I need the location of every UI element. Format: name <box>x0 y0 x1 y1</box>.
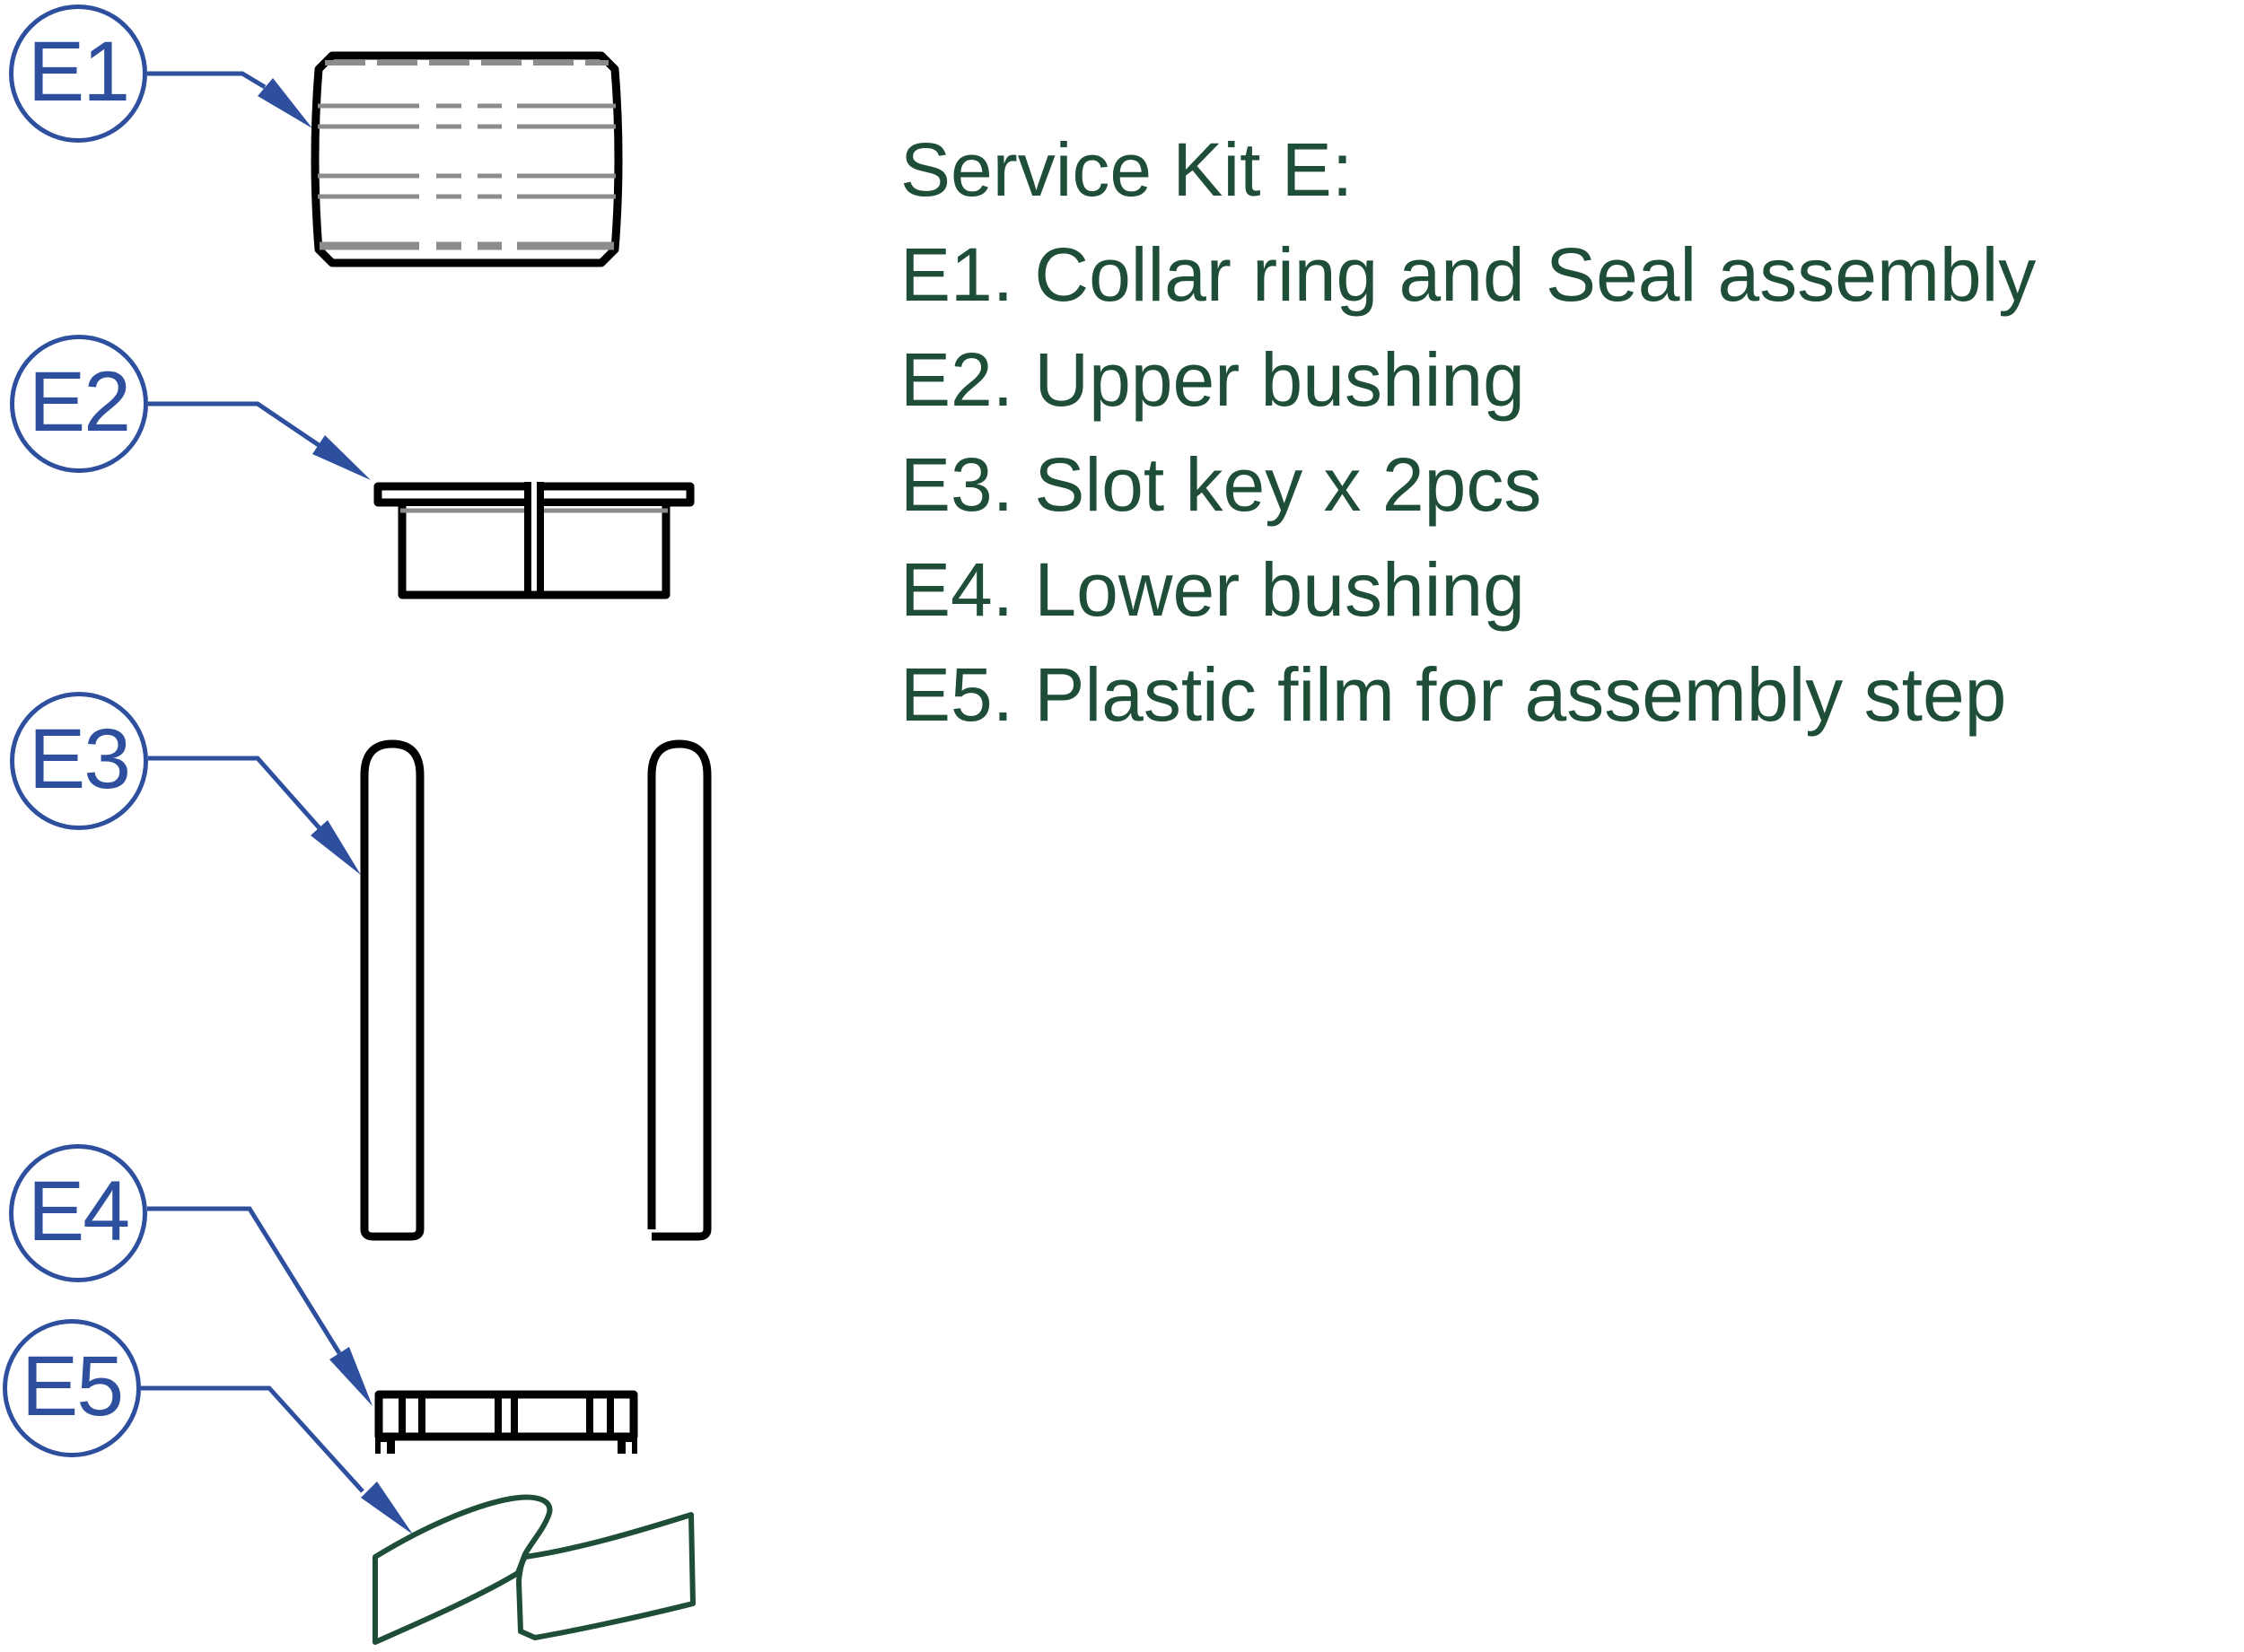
legend-item-e3: E3. Slot key x 2pcs <box>900 442 1542 527</box>
lower-bushing-drawing <box>374 1390 638 1455</box>
legend-item-e5: E5. Plastic film for assembly step <box>900 652 2007 737</box>
legend-title: Service Kit E: <box>900 127 1354 212</box>
foot-notch-left <box>381 1442 387 1455</box>
bushing-slot-walls <box>524 482 544 598</box>
callout-e2-label: E2 <box>28 354 131 450</box>
slot-key-2-outline <box>647 739 712 1241</box>
leader-e3 <box>148 756 361 875</box>
slot-key-2-drawing <box>647 739 712 1241</box>
plastic-film-drawing <box>373 1494 696 1645</box>
legend-item-e2: E2. Upper bushing <box>900 337 1525 422</box>
film-left-panel-fold <box>373 1494 553 1645</box>
leader-line-e4 <box>147 1206 342 1355</box>
arrowhead-e5-icon <box>361 1482 413 1534</box>
foot-notch-right <box>626 1442 632 1455</box>
leader-line-e3 <box>148 756 321 830</box>
callout-e1-label: E1 <box>27 23 130 119</box>
arrowhead-e2-icon <box>312 435 371 480</box>
callout-e3: E3 <box>10 692 148 830</box>
leader-e2 <box>148 401 371 480</box>
callout-e4: E4 <box>9 1144 147 1282</box>
arrowhead-e4-icon <box>329 1347 373 1406</box>
collar-seal-lines-lower <box>318 173 616 199</box>
leader-e5 <box>141 1385 413 1534</box>
lower-bushing-ribs <box>399 1391 614 1437</box>
callout-e3-label: E3 <box>28 711 131 807</box>
collar-outline <box>311 51 623 267</box>
arrowhead-e3-icon <box>311 820 361 875</box>
legend-item-e4: E4. Lower bushing <box>900 547 1525 632</box>
callout-e5: E5 <box>3 1319 141 1457</box>
leader-e1 <box>147 71 312 128</box>
slot-key-1-outline <box>360 739 425 1241</box>
legend-item-e1: E1. Collar ring and Seal assembly <box>900 232 2037 317</box>
legend: Service Kit E: E1. Collar ring and Seal … <box>900 118 2036 747</box>
callout-e2: E2 <box>10 335 148 473</box>
callout-e4-label: E4 <box>27 1163 130 1259</box>
leader-e4 <box>147 1206 373 1406</box>
leader-line-e1 <box>147 71 267 90</box>
film-right-panel <box>516 1512 696 1640</box>
lower-bushing-body <box>374 1390 638 1441</box>
upper-bushing-drawing <box>373 478 695 599</box>
arrowhead-e1-icon <box>258 78 312 128</box>
collar-ring-seal-assembly-drawing <box>311 51 623 267</box>
leader-line-e2 <box>148 401 320 448</box>
collar-seal-lines-upper <box>318 103 616 129</box>
callout-e5-label: E5 <box>21 1338 124 1434</box>
callout-e1: E1 <box>9 4 147 143</box>
slot-key-1-drawing <box>360 739 425 1241</box>
leader-line-e5 <box>141 1385 364 1493</box>
